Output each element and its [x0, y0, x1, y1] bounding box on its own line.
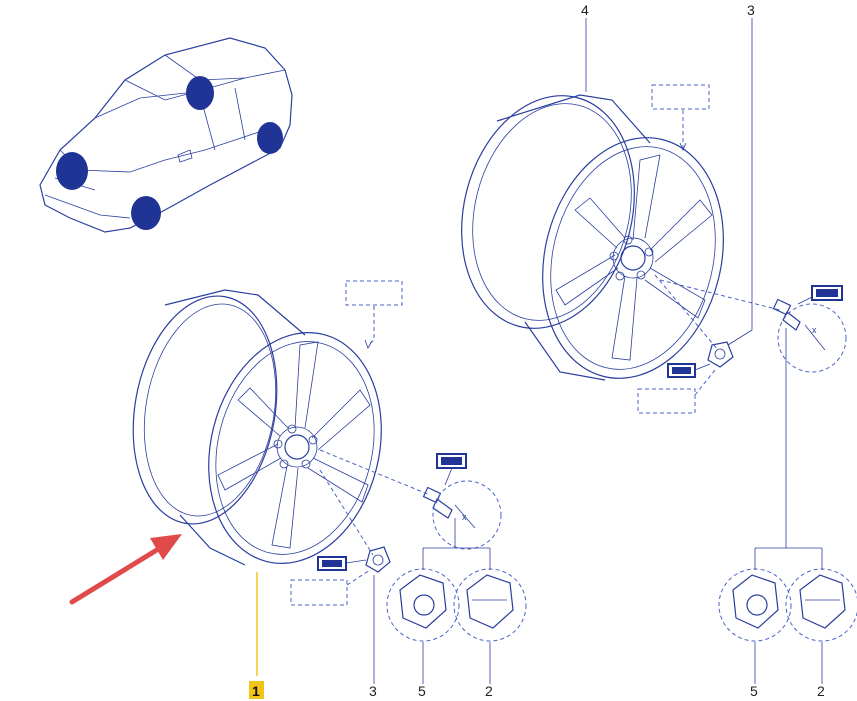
callout-5-lower[interactable]: 5	[418, 683, 426, 699]
mark-x-upper: x	[812, 325, 817, 335]
callout-3-upper[interactable]: 3	[747, 2, 755, 18]
label-box-wheel2-top	[651, 84, 710, 110]
car-illustration	[39, 37, 293, 233]
wheel-rim-upper	[461, 94, 724, 381]
bolt-upper: x	[659, 279, 847, 373]
label-box-wheel1-top	[345, 280, 403, 306]
callout-2-right[interactable]: 2	[817, 683, 825, 699]
wheel-rim-lower	[132, 289, 382, 566]
label-box-valve-upper	[637, 388, 696, 414]
valve-cap-lower	[319, 469, 391, 573]
label-box-valve-lower	[290, 579, 348, 606]
mark-x-lower: x	[462, 512, 467, 522]
tire-rear-right	[257, 122, 283, 154]
callout-2-lower[interactable]: 2	[485, 683, 493, 699]
valve-cap-upper	[654, 274, 734, 368]
callout-4[interactable]: 4	[581, 2, 589, 18]
nut-group-right	[718, 568, 857, 642]
callout-1[interactable]: 1	[252, 683, 260, 699]
nut-group-lower	[386, 568, 527, 642]
callout-5-right[interactable]: 5	[750, 683, 758, 699]
callout-1-highlight	[249, 681, 264, 699]
tire-front-left	[56, 152, 88, 190]
bolt-lower: x	[319, 449, 502, 550]
pointer-arrow	[69, 534, 182, 605]
tire-front-right	[186, 76, 214, 110]
callout-3-lower[interactable]: 3	[369, 683, 377, 699]
tire-rear-left	[131, 196, 161, 230]
